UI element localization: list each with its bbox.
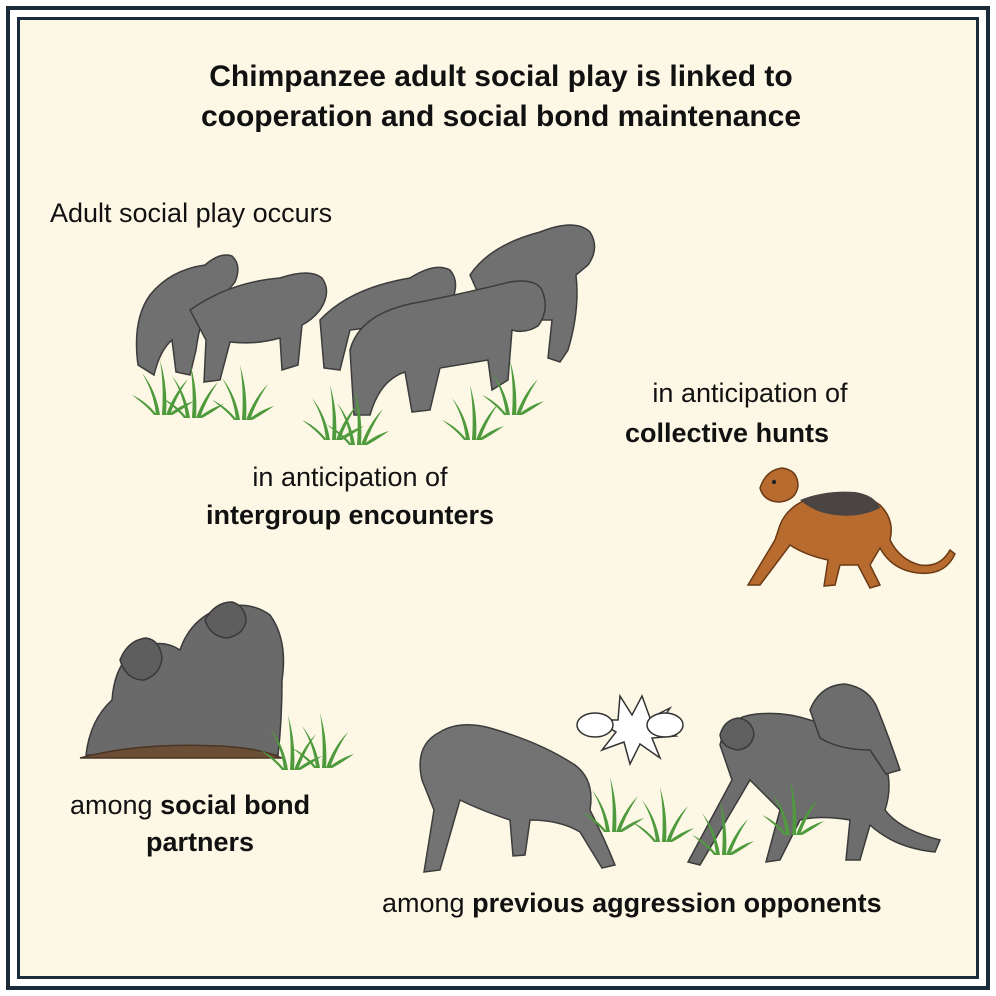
grass-icon (132, 360, 544, 445)
intro-text: Adult social play occurs (50, 198, 333, 228)
label-bond-bold-2: partners (146, 827, 255, 857)
illustrations (79, 224, 956, 873)
chimp-walking-icon (419, 724, 617, 873)
label-hunts-pre: in anticipation of (652, 378, 848, 408)
label-bond-line-1: among social bond (70, 788, 310, 822)
label-aggression-pre: among (382, 888, 465, 918)
label-intergroup: intergroup encounters (160, 498, 540, 532)
title-line-1: Chimpanzee adult social play is linked t… (209, 60, 793, 93)
figure-panel: Chimpanzee adult social play is linked t… (17, 17, 979, 979)
label-hunts-bold: collective hunts (625, 418, 830, 448)
label-intergroup-bold: intergroup encounters (205, 500, 495, 530)
chimp-bond-pair-icon (79, 601, 285, 759)
label-intergroup-pre: in anticipation of (252, 462, 448, 492)
label-aggression: among previous aggression opponents (382, 886, 882, 920)
label-bond-pre: among (70, 790, 153, 820)
label-bond-bold: social bond (160, 790, 311, 820)
fight-burst-icon (576, 693, 684, 767)
chimp-play-pair-icon (686, 683, 942, 866)
chimp-group-icon (135, 224, 596, 416)
outer-frame (6, 6, 990, 990)
colobus-monkey-icon (746, 467, 956, 589)
label-aggression-bold: previous aggression opponents (472, 888, 882, 918)
label-bond-line-2: partners (146, 825, 254, 859)
title-line-2: cooperation and social bond maintenance (200, 100, 802, 133)
label-hunts: collective hunts (625, 416, 829, 450)
